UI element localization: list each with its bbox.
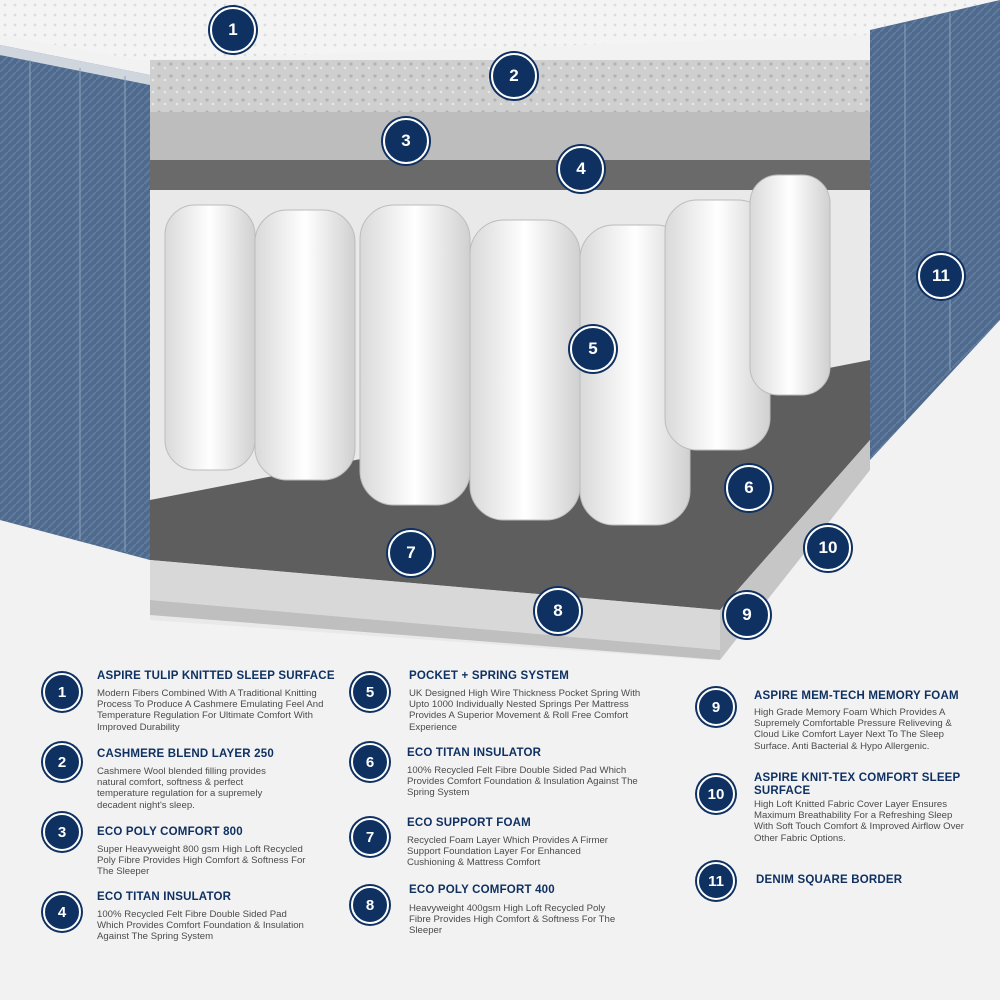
legend-6-badge: 6	[351, 743, 389, 781]
legend-1-title: ASPIRE TULIP KNITTED SLEEP SURFACE	[97, 670, 335, 682]
legend-4-desc: 100% Recycled Felt Fibre Double Sided Pa…	[97, 909, 304, 943]
legend-7-desc: Recycled Foam Layer Which Provides A Fir…	[407, 835, 608, 869]
legend-3-desc: Super Heavyweight 800 gsm High Loft Recy…	[97, 844, 306, 878]
callout-5-badge[interactable]: 5	[570, 326, 616, 372]
legend-6-title: ECO TITAN INSULATOR	[407, 747, 542, 759]
legend-9-title: ASPIRE MEM-TECH MEMORY FOAM	[754, 690, 959, 702]
legend-3-title: ECO POLY COMFORT 800	[97, 826, 243, 838]
legend-11-badge: 11	[697, 862, 735, 900]
legend-9-desc: High Grade Memory Foam Which Provides A …	[754, 707, 952, 752]
legend-8-badge: 8	[351, 886, 389, 924]
legend-1-badge: 1	[43, 673, 81, 711]
callout-4-badge[interactable]: 4	[558, 146, 604, 192]
legend-4-badge: 4	[43, 893, 81, 931]
callout-9-badge[interactable]: 9	[724, 592, 770, 638]
legend-5-badge: 5	[351, 673, 389, 711]
legend-5-desc: UK Designed High Wire Thickness Pocket S…	[409, 688, 641, 733]
legend-10-desc: High Loft Knitted Fabric Cover Layer Ens…	[754, 799, 964, 844]
callout-1-badge[interactable]: 1	[210, 7, 256, 53]
legend-5-title: POCKET + SPRING SYSTEM	[409, 670, 569, 682]
legend-10-title: ASPIRE KNIT-TEX COMFORT SLEEP SURFACE	[754, 772, 961, 797]
legend-7-badge: 7	[351, 818, 389, 856]
mattress-cutaway-illustration	[0, 0, 1000, 660]
legend-6-desc: 100% Recycled Felt Fibre Double Sided Pa…	[407, 765, 638, 799]
callout-8-badge[interactable]: 8	[535, 588, 581, 634]
callout-2-badge[interactable]: 2	[491, 53, 537, 99]
legend-2-badge: 2	[43, 743, 81, 781]
callout-7-badge[interactable]: 7	[388, 530, 434, 576]
legend-2-desc: Cashmere Wool blended filling provides n…	[97, 766, 266, 811]
legend-7-title: ECO SUPPORT FOAM	[407, 817, 531, 829]
callout-11-badge[interactable]: 11	[918, 253, 964, 299]
legend-11-title: DENIM SQUARE BORDER	[756, 874, 903, 886]
legend-10-badge: 10	[697, 775, 735, 813]
callout-10-badge[interactable]: 10	[805, 525, 851, 571]
legend-8-title: ECO POLY COMFORT 400	[409, 884, 555, 896]
legend-3-badge: 3	[43, 813, 81, 851]
legend-1-desc: Modern Fibers Combined With A Traditiona…	[97, 688, 324, 733]
legend-9-badge: 9	[697, 688, 735, 726]
callout-6-badge[interactable]: 6	[726, 465, 772, 511]
legend-8-desc: Heavyweight 400gsm High Loft Recycled Po…	[409, 903, 616, 937]
legend-4-title: ECO TITAN INSULATOR	[97, 891, 232, 903]
callout-3-badge[interactable]: 3	[383, 118, 429, 164]
legend-2-title: CASHMERE BLEND LAYER 250	[97, 748, 274, 760]
